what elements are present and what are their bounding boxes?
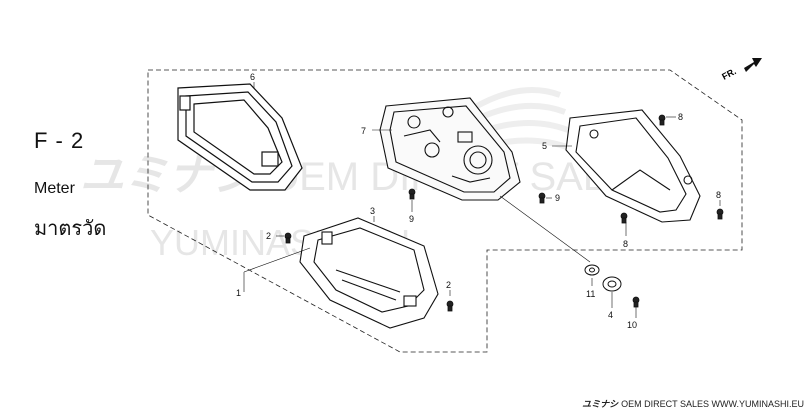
svg-text:FR.: FR. — [720, 66, 737, 82]
part-3-meter-unit — [299, 217, 439, 329]
callout-5: 5 — [542, 141, 547, 151]
diagram-title-th: มาตรวัด — [34, 216, 107, 240]
leader-lines — [243, 82, 721, 318]
callout-11: 11 — [586, 289, 595, 299]
part-6-meter-visor — [177, 83, 303, 191]
callout-2a: 2 — [266, 231, 271, 241]
front-direction-arrow: FR. — [720, 58, 762, 82]
callout-10: 10 — [627, 320, 637, 330]
callout-9b: 9 — [555, 193, 560, 203]
footer-brand: ユミナシ — [582, 399, 619, 409]
part-5-rear-cover — [565, 109, 701, 223]
callout-8a: 8 — [678, 112, 683, 122]
footer-text: OEM DIRECT SALES WWW.YUMINASHI.EU — [621, 399, 804, 409]
assembly-outline — [147, 69, 743, 353]
callout-8c: 8 — [623, 239, 628, 249]
callout-7: 7 — [361, 126, 366, 136]
callout-1: 1 — [236, 288, 241, 298]
diagram-title-en: Meter — [34, 180, 75, 197]
grommet-11 — [584, 264, 600, 276]
callout-2b: 2 — [446, 280, 451, 290]
callout-6: 6 — [250, 72, 255, 82]
callout-9a: 9 — [409, 214, 414, 224]
callout-8b: 8 — [716, 190, 721, 200]
grommet-4 — [602, 276, 622, 292]
callout-3: 3 — [370, 206, 375, 216]
part-7-meter-case — [379, 97, 521, 201]
callout-4: 4 — [608, 310, 613, 320]
diagram-code: F - 2 — [34, 128, 85, 153]
